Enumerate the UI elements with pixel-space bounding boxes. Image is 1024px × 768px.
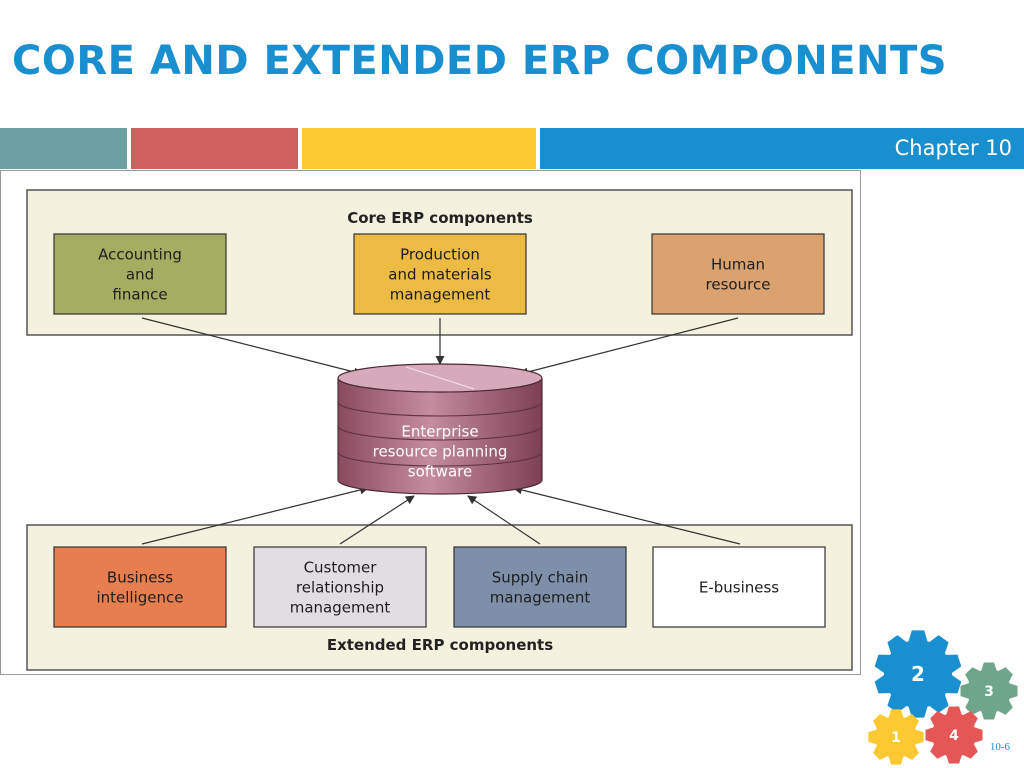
- arrow-group: [141, 317, 741, 545]
- accounting-finance-box-line-2: and: [126, 265, 154, 283]
- header-bar-teal: [0, 128, 127, 169]
- accounting-finance-box-line-1: Accounting: [98, 245, 182, 263]
- crm-box-line-1: Customer: [304, 558, 378, 576]
- gear-1-icon: 1: [868, 709, 924, 765]
- erp-software-database: Enterprise resource planning software: [337, 363, 543, 495]
- slide-number: 10-6: [989, 741, 1010, 753]
- business-intelligence-box: Business intelligence: [53, 546, 227, 628]
- erp-database-highlight: [405, 366, 475, 390]
- crm-box-fill: [253, 546, 427, 628]
- erp-database-ring-2: [337, 425, 543, 441]
- erp-database-ring-3: [337, 451, 543, 467]
- e-business-box-fill: [652, 546, 826, 628]
- header-bar-red: [131, 128, 298, 169]
- crm-box-line-3: management: [290, 598, 391, 616]
- production-materials-box-line-1: Production: [400, 245, 480, 263]
- gear-4-icon: 4: [925, 706, 983, 764]
- supply-chain-box: Supply chain management: [453, 546, 627, 628]
- gear-3-shape: [960, 662, 1018, 720]
- arrow-erp-to-crm: [339, 495, 415, 545]
- arrow-accounting-to-erp: [141, 317, 363, 377]
- crm-box-line-2: relationship: [296, 578, 384, 596]
- core-component-group: Accounting and finance Production and materi…: [53, 233, 825, 315]
- supply-chain-box-line-2: management: [490, 588, 591, 606]
- business-intelligence-box-fill: [53, 546, 227, 628]
- gear-3-icon: 3: [960, 662, 1018, 720]
- human-resource-box-line-1: Human: [711, 255, 765, 273]
- accounting-finance-box-fill: [53, 233, 227, 315]
- business-intelligence-box-line-1: Business: [107, 568, 173, 586]
- erp-diagram: Core ERP components Extended ERP compone…: [0, 170, 861, 675]
- gear-2-label: 2: [911, 662, 925, 686]
- production-materials-box-line-2: and materials: [388, 265, 492, 283]
- arrow-erp-to-e-business: [513, 485, 741, 545]
- gear-3-label: 3: [984, 684, 994, 700]
- accounting-finance-box-line-3: finance: [112, 285, 167, 303]
- accounting-finance-box: Accounting and finance: [53, 233, 227, 315]
- production-materials-box-line-3: management: [390, 285, 491, 303]
- e-business-box: E-business: [652, 546, 826, 628]
- header-bar-blue: [540, 128, 1024, 169]
- erp-database-ring-1: [337, 401, 543, 417]
- gear-1-label: 1: [891, 730, 901, 746]
- human-resource-box: Human resource: [651, 233, 825, 315]
- gear-4-label: 4: [949, 728, 959, 744]
- erp-software-label-line-3: software: [408, 462, 472, 480]
- business-intelligence-box-line-2: intelligence: [96, 588, 183, 606]
- supply-chain-box-fill: [453, 546, 627, 628]
- chapter-label: Chapter 10: [894, 136, 1012, 160]
- production-materials-box-fill: [353, 233, 527, 315]
- erp-software-label-line-1: Enterprise: [401, 422, 478, 440]
- gear-4-shape: [925, 706, 983, 764]
- production-materials-box: Production and materials management: [353, 233, 527, 315]
- extended-components-label: Extended ERP components: [327, 636, 553, 654]
- arrow-hr-to-erp: [519, 317, 739, 377]
- gear-1-shape: [868, 709, 924, 765]
- core-components-label: Core ERP components: [347, 209, 533, 227]
- header-bar-yellow: [302, 128, 536, 169]
- arrow-erp-to-business-intelligence: [141, 485, 369, 545]
- gear-2-shape: [874, 630, 962, 718]
- slide-title: CORE AND EXTENDED ERP COMPONENTS: [12, 38, 948, 84]
- supply-chain-box-line-1: Supply chain: [492, 568, 589, 586]
- extended-component-group: Business intelligence Customer relationship…: [53, 546, 826, 628]
- arrow-erp-to-supply-chain: [467, 495, 541, 545]
- crm-box: Customer relationship management: [253, 546, 427, 628]
- gears-decoration: 2 3 1 4: [868, 630, 1018, 765]
- gear-2-icon: 2: [874, 630, 962, 718]
- erp-software-label-line-2: resource planning: [373, 442, 508, 460]
- e-business-box-line-1: E-business: [699, 578, 779, 596]
- human-resource-box-line-2: resource: [706, 275, 771, 293]
- human-resource-box-fill: [651, 233, 825, 315]
